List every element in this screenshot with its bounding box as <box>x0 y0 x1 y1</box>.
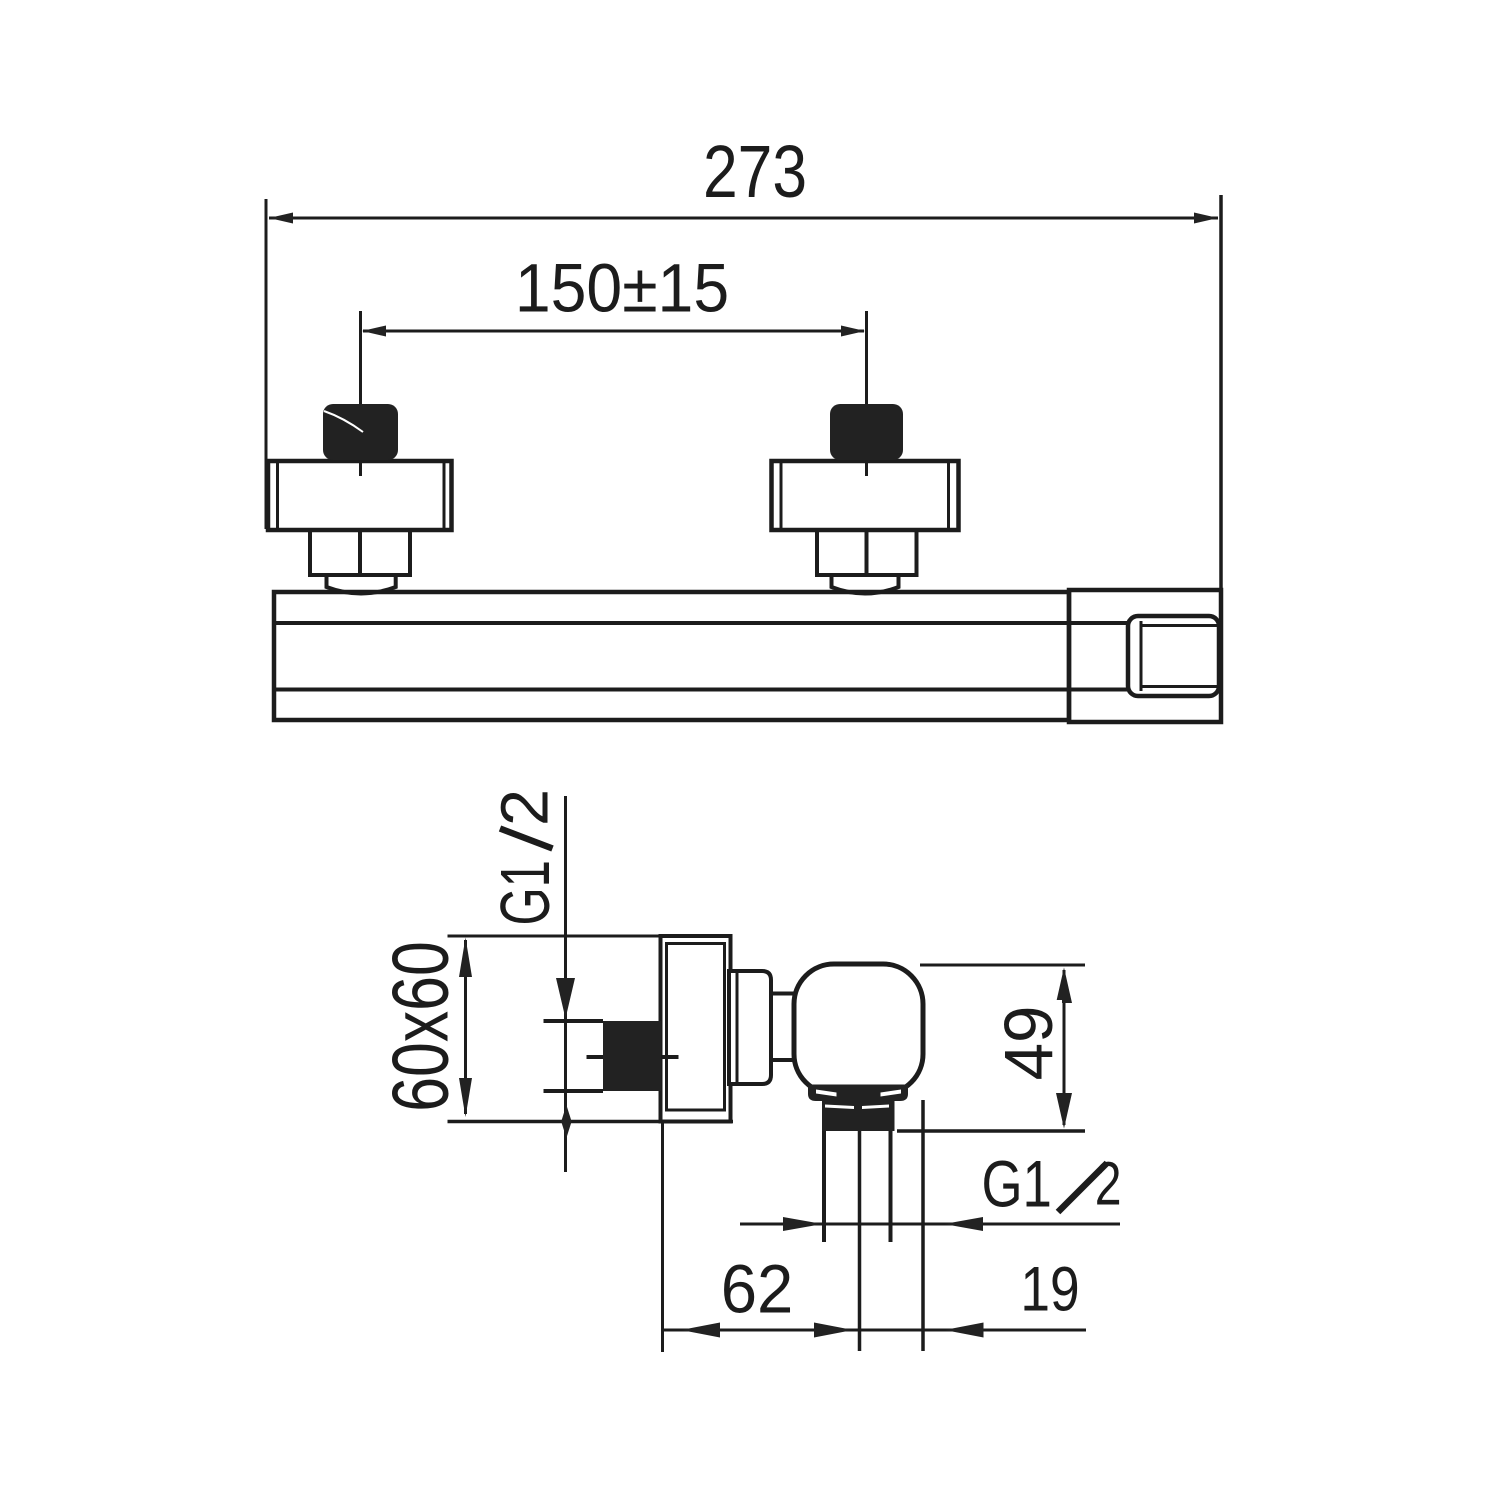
svg-text:273: 273 <box>703 130 807 213</box>
svg-text:19: 19 <box>1020 1254 1079 1324</box>
svg-text:49: 49 <box>990 1006 1067 1081</box>
svg-text:G1: G1 <box>485 860 564 925</box>
svg-text:G1: G1 <box>982 1147 1052 1221</box>
svg-text:2: 2 <box>488 789 563 826</box>
svg-text:60x60: 60x60 <box>376 941 465 1112</box>
svg-text:62: 62 <box>721 1251 794 1328</box>
svg-text:150±15: 150±15 <box>515 250 729 327</box>
svg-text:2: 2 <box>1095 1149 1122 1218</box>
